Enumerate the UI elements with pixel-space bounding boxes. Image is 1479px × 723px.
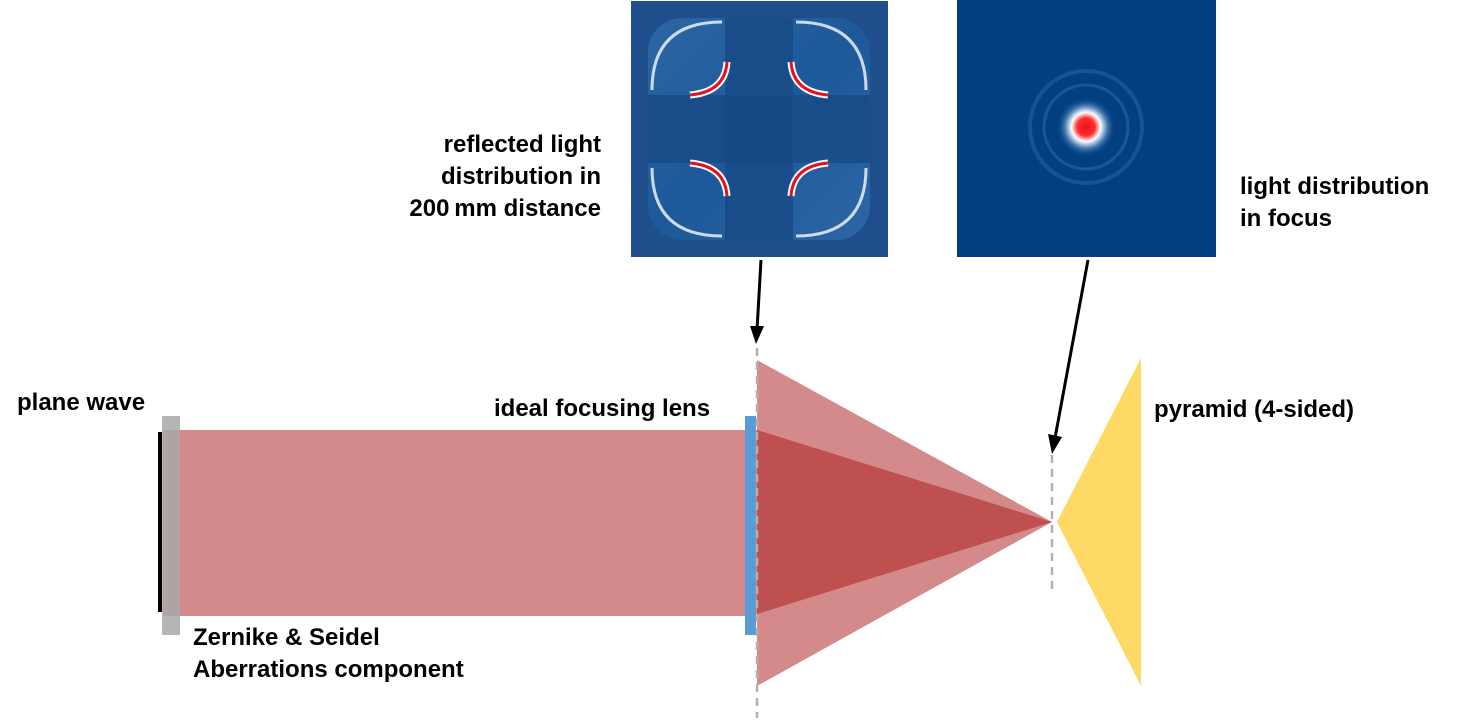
arrow-focus-to-plane <box>1048 259 1090 454</box>
ideal-focusing-lens-label: ideal focusing lens <box>494 395 711 422</box>
focus-spot-inset <box>957 0 1216 257</box>
reflected-label-line-2: distribution in <box>441 163 601 190</box>
reflected-label-line-1: reflected light <box>443 131 601 158</box>
reflected-light-inset <box>631 1 888 257</box>
focused-beam-cone <box>757 430 1052 614</box>
plane-wave-label: plane wave <box>17 389 146 416</box>
aberration-label-line-1: Zernike & Seidel <box>193 624 380 651</box>
pyramid-label: pyramid (4-sided) <box>1154 396 1355 423</box>
focus-label-line-1: light distribution <box>1240 173 1430 200</box>
reflected-distribution-label: reflected light distribution in 200 mm d… <box>370 129 601 225</box>
reflected-label-line-3: 200 mm distance <box>409 195 601 222</box>
collimated-beam <box>163 430 757 616</box>
focus-spot <box>1056 97 1116 157</box>
aberration-plate <box>162 416 180 635</box>
arrow-reflected-to-lens <box>750 259 764 344</box>
aberration-component-label: Zernike & Seidel Aberrations component <box>193 622 464 686</box>
focus-distribution-label: light distribution in focus <box>1240 171 1429 235</box>
focus-label-line-2: in focus <box>1240 205 1333 232</box>
aberration-label-line-2: Aberrations component <box>193 656 464 683</box>
pyramid-shape <box>1057 358 1141 686</box>
plane-wave-source <box>158 432 162 612</box>
ideal-focusing-lens <box>745 416 756 635</box>
